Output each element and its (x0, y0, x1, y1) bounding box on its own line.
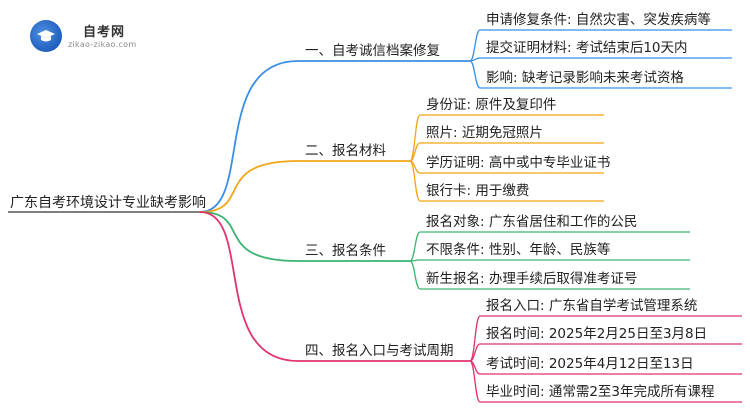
leaf-connector (469, 29, 481, 62)
root-node-label: 广东自考环境设计专业缺考影响 (10, 195, 206, 211)
leaf-node-label: 影响: 缺考记录影响未来考试资格 (486, 70, 684, 86)
branch-node-label: 四、报名入口与考试周期 (305, 343, 454, 359)
leaf-node-label: 考试时间: 2025年4月12日至13日 (486, 356, 694, 372)
leaf-node-label: 银行卡: 用于缴费 (426, 183, 530, 199)
leaf-connector (469, 343, 481, 362)
leaf-node-label: 毕业时间: 通常需2至3年完成所有课程 (486, 384, 715, 400)
branch-connector (199, 60, 299, 213)
leaf-connector (409, 160, 421, 202)
leaf-connector (409, 231, 421, 262)
leaf-connector (469, 315, 481, 362)
leaf-connector (409, 260, 421, 290)
branch-node-label: 二、报名材料 (305, 143, 386, 159)
leaf-connector (409, 114, 421, 162)
site-logo: 自考网 zikao-zikao.com (30, 18, 180, 58)
leaf-node-label: 申请修复条件: 自然灾害、突发疾病等 (486, 12, 711, 28)
leaf-node-label: 提交证明材料: 考试结束后10天内 (486, 40, 688, 56)
branch-connector (199, 211, 299, 262)
leaf-connector (409, 142, 421, 162)
branch-connector (199, 160, 299, 213)
leaf-node-label: 报名入口: 广东省自学考试管理系统 (486, 298, 698, 314)
leaf-node-label: 身份证: 原件及复印件 (426, 97, 557, 113)
leaf-connector (469, 360, 481, 403)
logo-title: 自考网 (83, 25, 126, 40)
leaf-node-label: 新生报名: 办理手续后取得准考证号 (426, 271, 638, 287)
branch-node-label: 三、报名条件 (305, 243, 386, 259)
branch-connector (199, 211, 299, 362)
branch-node-label: 一、自考诚信档案修复 (305, 43, 440, 59)
logo-badge (30, 20, 62, 52)
leaf-node-label: 不限条件: 性别、年龄、民族等 (426, 242, 611, 258)
graduation-cap-icon (37, 30, 55, 42)
leaf-node-label: 学历证明: 高中或中专毕业证书 (426, 155, 611, 171)
leaf-node-label: 报名对象: 广东省居住和工作的公民 (426, 214, 638, 230)
leaf-node-label: 报名时间: 2025年2月25日至3月8日 (486, 326, 708, 342)
leaf-node-label: 照片: 近期免冠照片 (426, 125, 543, 141)
leaf-connector (469, 60, 481, 89)
logo-url: zikao-zikao.com (68, 40, 137, 49)
